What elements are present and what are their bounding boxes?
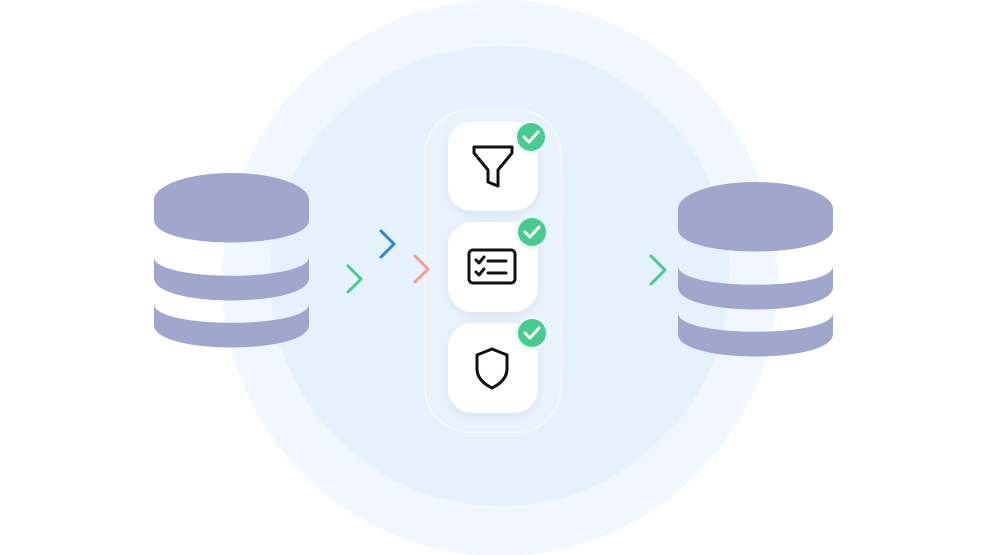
pipeline-step-checklist bbox=[448, 215, 549, 312]
checklist-card-icon bbox=[467, 248, 517, 285]
check-circle-icon bbox=[514, 120, 548, 154]
outgoing-arrow-green bbox=[546, 254, 667, 286]
filter-icon bbox=[472, 145, 514, 188]
target-database-icon bbox=[678, 182, 833, 357]
check-circle-icon bbox=[515, 215, 549, 249]
pipeline-step-filter bbox=[448, 120, 548, 211]
pipeline-step-shield bbox=[448, 316, 549, 413]
incoming-arrow-orange bbox=[378, 254, 430, 284]
source-database-icon bbox=[154, 173, 309, 348]
shield-icon bbox=[475, 347, 509, 390]
incoming-arrow-green bbox=[310, 264, 363, 294]
check-circle-icon bbox=[515, 316, 549, 350]
incoming-arrow-blue bbox=[350, 229, 396, 259]
